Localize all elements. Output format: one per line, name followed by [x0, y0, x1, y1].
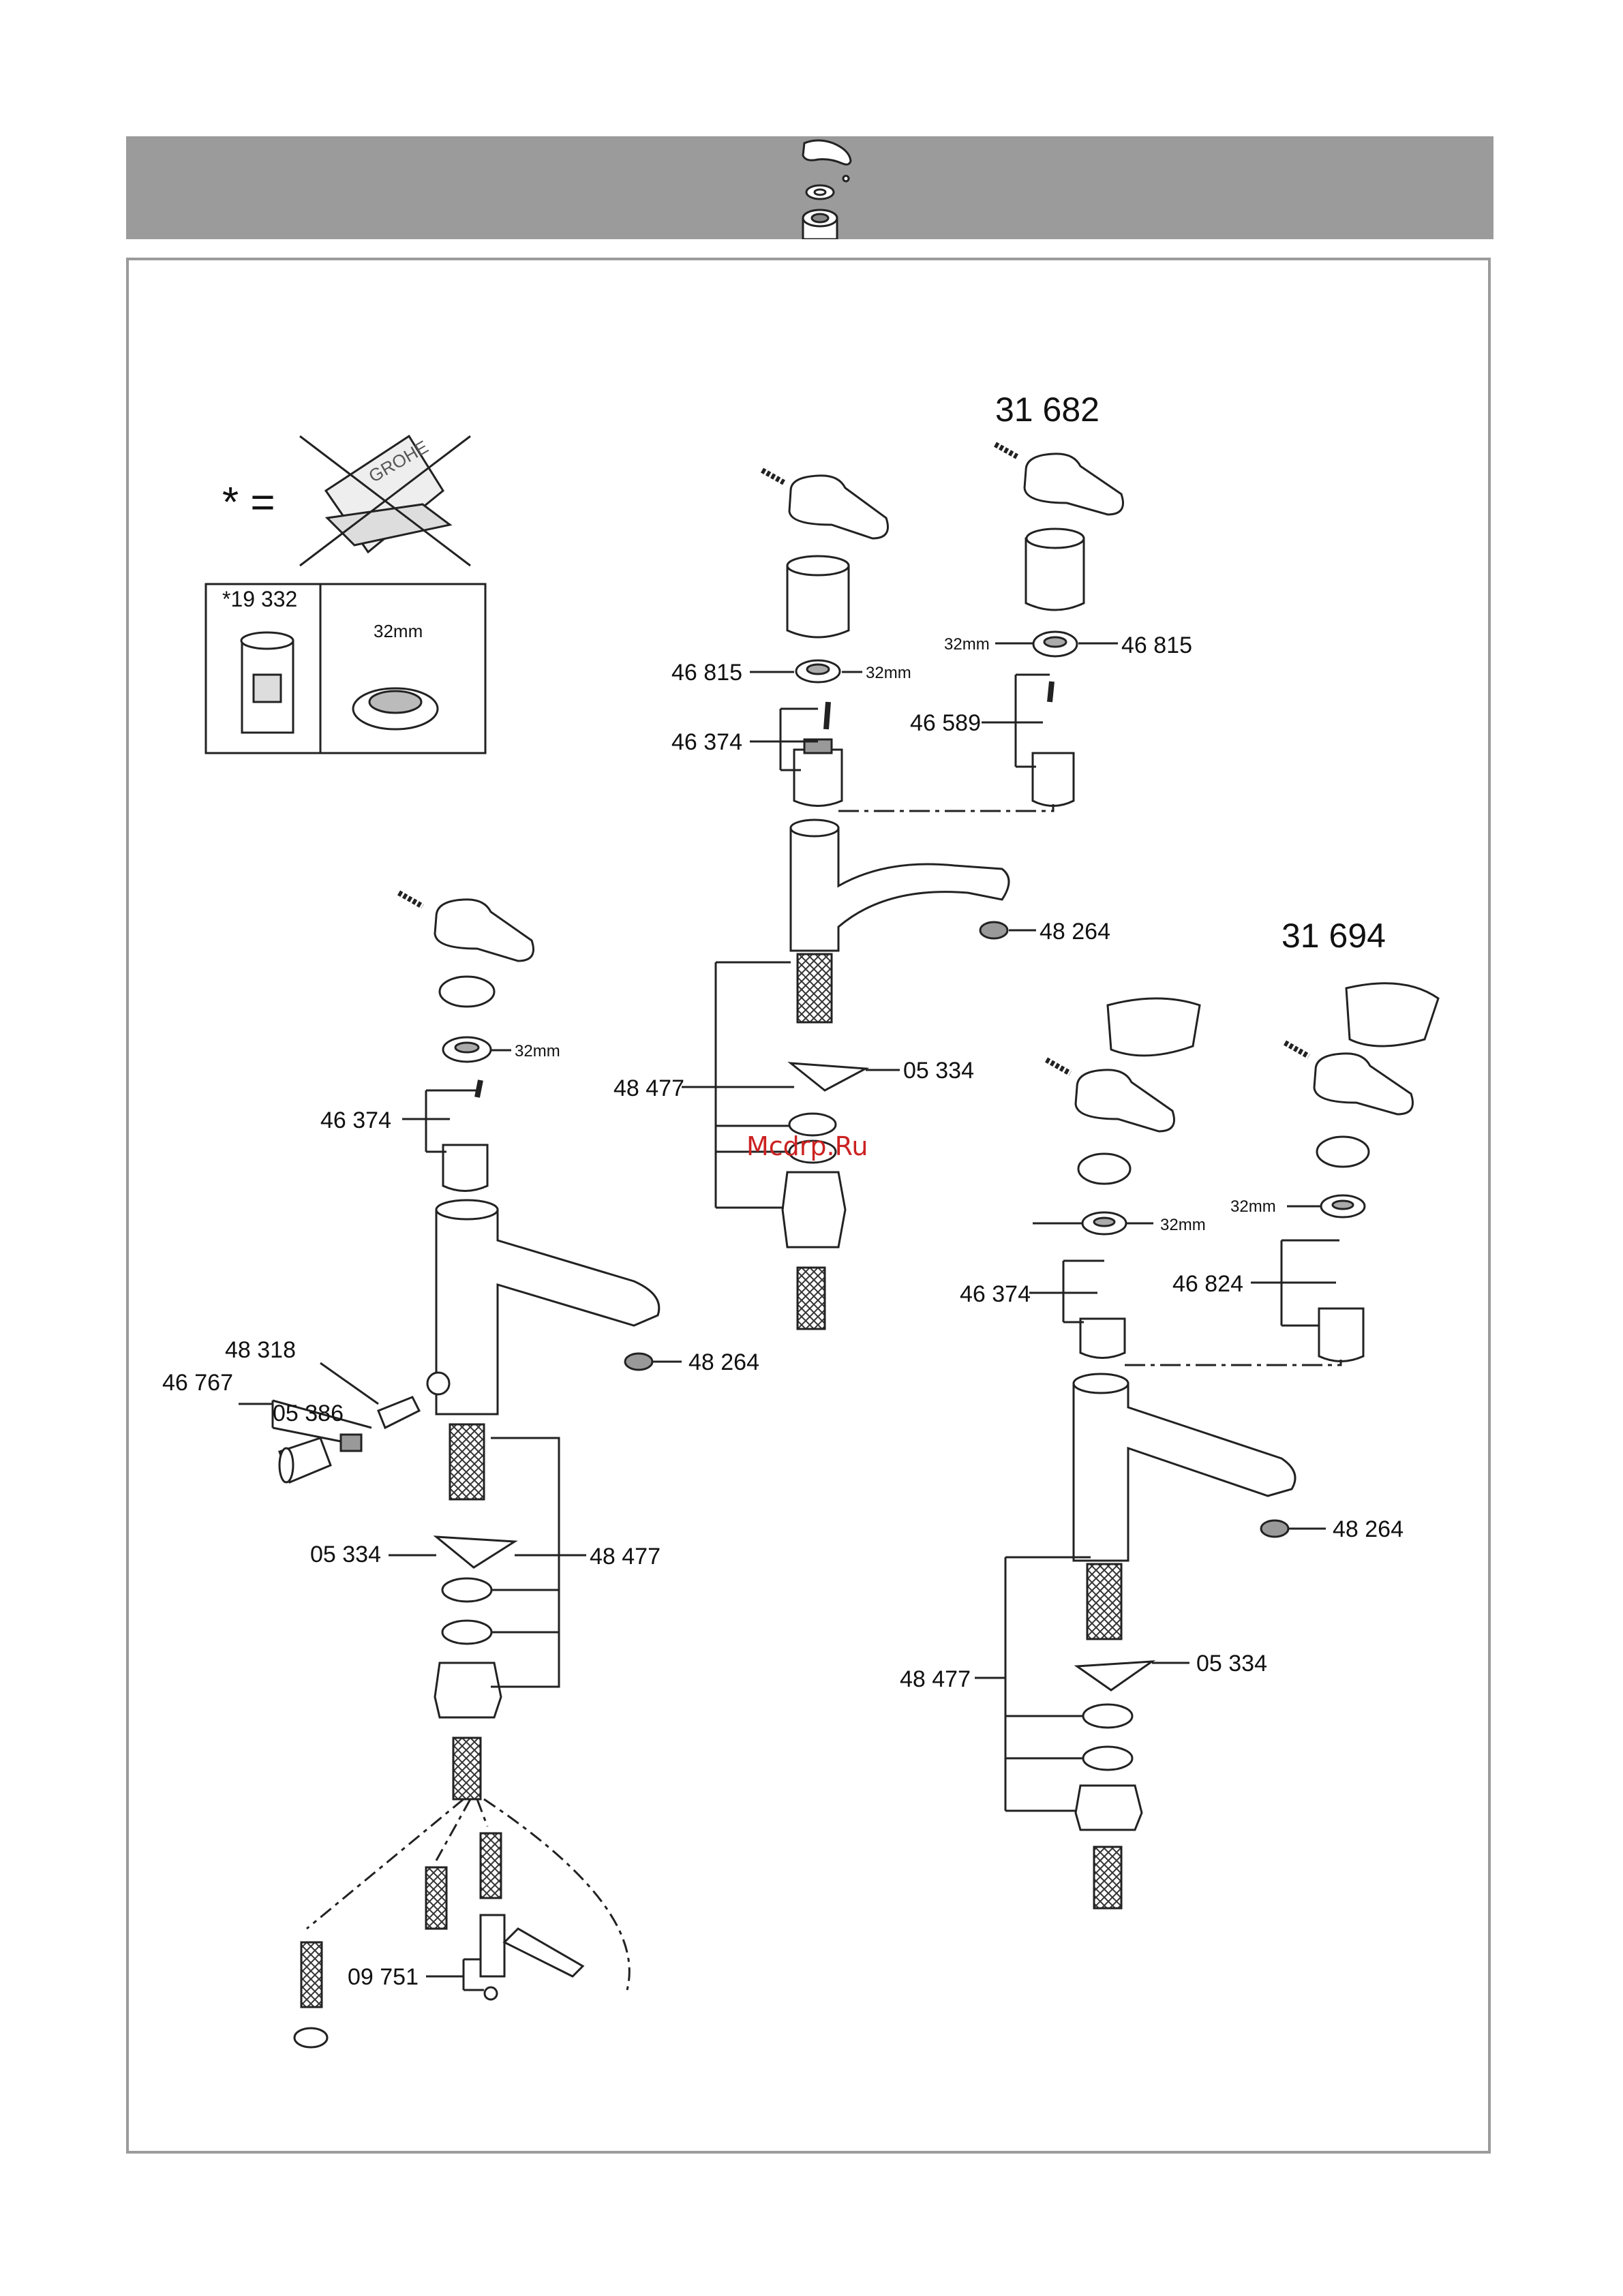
cartridge-icon: [1033, 753, 1074, 806]
label-left-05334: 05 334: [310, 1542, 381, 1567]
label-center-46374: 46 374: [671, 729, 742, 755]
label-left-09751: 09 751: [348, 1964, 419, 1990]
model-number-31694: 31 694: [1281, 917, 1386, 955]
cartridge-icon: [443, 1145, 487, 1191]
lever-handle-icon: [1314, 1054, 1413, 1114]
tee-piece-icon: [481, 1915, 504, 1976]
label-r2-46824: 46 824: [1172, 1271, 1243, 1297]
label-left-48318: 48 318: [225, 1337, 296, 1363]
label-left-46374: 46 374: [320, 1107, 391, 1133]
handle-cover-icon: [1346, 983, 1438, 1046]
lever-handle-icon: [1025, 454, 1123, 515]
sleeve-cover-icon: [787, 566, 849, 637]
label-r-48477: 48 477: [900, 1666, 971, 1692]
diverter-knob-icon: [427, 1373, 449, 1394]
legend-asterisk: * =: [222, 479, 275, 526]
center-assembly: [762, 470, 1009, 1329]
washer-05334-icon: [436, 1537, 515, 1567]
cover-cap-icon: [440, 977, 494, 1007]
left-assembly: [279, 893, 659, 2047]
label-r-48264: 48 264: [1333, 1516, 1404, 1542]
aerator-48264-icon: [625, 1353, 652, 1370]
aerator-48264-icon: [980, 922, 1007, 938]
label-left-48264: 48 264: [688, 1349, 759, 1375]
spout-body-icon: [436, 1210, 659, 1414]
label-left-05386: 05 386: [273, 1400, 344, 1426]
label-left-46767: 46 767: [162, 1370, 233, 1396]
fixing-nut-icon: [783, 1172, 845, 1247]
fixing-nut-icon: [435, 1663, 501, 1717]
label-center-32mm: 32mm: [866, 664, 911, 682]
lever-handle-icon: [1076, 1070, 1174, 1131]
diverter-cartridge-icon: [378, 1397, 419, 1428]
legend-table-right-header: 32mm: [374, 621, 423, 641]
model-number-31682: 31 682: [995, 391, 1099, 429]
legend-block: * = GROHE *19 332 32mm: [206, 436, 485, 753]
lever-handle-icon: [435, 900, 534, 961]
label-tr-46589: 46 589: [910, 710, 981, 736]
assembly-31682: [995, 444, 1123, 806]
cartridge-icon: [1319, 1308, 1363, 1362]
nut-ring-icon: [353, 688, 438, 729]
watermark-text: Mcdrp.Ru: [746, 1131, 868, 1161]
washer-05334-icon: [791, 1063, 866, 1090]
screw-icon: [762, 470, 784, 483]
assembly-31694: [1046, 983, 1438, 1908]
fixing-nut-icon: [1076, 1786, 1142, 1830]
spout-body-icon: [791, 828, 1009, 951]
lever-handle-icon: [789, 476, 888, 538]
label-tr-46815: 46 815: [1121, 632, 1192, 658]
label-r1-32mm: 32mm: [1160, 1216, 1206, 1234]
label-r1-46374: 46 374: [960, 1281, 1031, 1307]
label-r-05334: 05 334: [1196, 1651, 1267, 1677]
crossed-out-box-icon: GROHE: [300, 436, 470, 566]
washer-05334-icon: [1077, 1662, 1152, 1690]
label-left-32mm: 32mm: [515, 1042, 560, 1060]
leader-lines: [239, 643, 1339, 1990]
label-center-46815: 46 815: [671, 660, 742, 686]
label-center-48264: 48 264: [1040, 919, 1110, 945]
spout-body-icon: [1074, 1383, 1295, 1561]
cartridge-icon: [794, 750, 842, 806]
label-center-05334: 05 334: [903, 1058, 974, 1084]
cartridge-icon: [1080, 1319, 1125, 1358]
label-tr-32mm: 32mm: [944, 635, 990, 654]
label-left-48477: 48 477: [590, 1544, 661, 1570]
label-r2-32mm: 32mm: [1230, 1197, 1276, 1216]
sleeve-part-icon: [241, 632, 293, 733]
aerator-48264-icon: [1261, 1520, 1288, 1537]
label-center-48477: 48 477: [613, 1075, 684, 1101]
sleeve-cover-icon: [1026, 538, 1084, 610]
legend-table-left-header: *19 332: [222, 587, 297, 611]
handle-cover-icon: [1108, 998, 1200, 1056]
